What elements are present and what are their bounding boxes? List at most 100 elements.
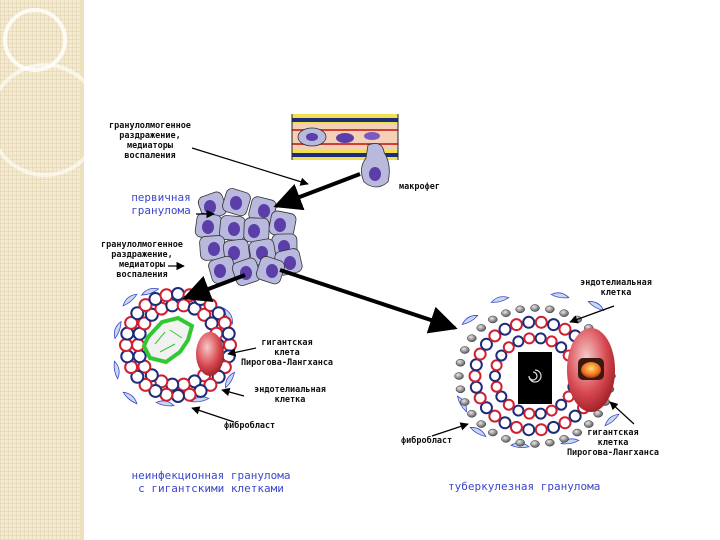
lymphocyte-cell — [501, 435, 511, 443]
ring-cell — [203, 298, 218, 313]
arrow-fibroblast-right — [431, 422, 469, 437]
left-giant-cell — [196, 332, 224, 376]
lymphocyte-cell — [501, 309, 511, 317]
lymphocyte-cell — [583, 420, 594, 428]
caption-noninfectious-granuloma: неинфекционная гранулома с гигантскими к… — [131, 469, 291, 495]
ring-cell — [488, 409, 502, 423]
ring-cell — [523, 407, 536, 420]
ring-cell — [489, 370, 501, 382]
lymphocyte-cell — [559, 435, 569, 443]
ring-cell — [159, 288, 174, 303]
ring-cell — [509, 420, 523, 434]
fibroblast-cell — [190, 396, 210, 403]
lymphocyte-cell — [467, 410, 477, 418]
ring-cell — [555, 341, 568, 354]
lymphocyte-cell — [454, 372, 464, 380]
ring-cell — [534, 407, 547, 420]
slide-decor-circles — [0, 8, 102, 177]
epithelioid-cell-zone — [141, 315, 195, 365]
macrophage-cell — [361, 143, 390, 188]
ring-cell — [495, 390, 508, 403]
label-giant-cell-right: гигантская клетка Пирогова-Лангханса — [566, 428, 660, 458]
ring-cell — [512, 404, 525, 417]
ring-cell — [124, 315, 139, 330]
arrow-endothelial-right — [569, 305, 615, 324]
ring-cell — [498, 416, 512, 430]
ring-cell — [148, 383, 163, 398]
fibroblast-cell — [113, 360, 120, 380]
fibroblast-cell — [155, 400, 175, 407]
macrophage-cell — [222, 188, 251, 217]
ring-cell — [534, 315, 548, 329]
ring-cell — [488, 329, 502, 343]
lymphocyte-cell — [593, 410, 603, 418]
lymphocyte-cell — [530, 440, 540, 448]
right-granuloma-lymphocytes — [454, 304, 616, 448]
ring-cell — [130, 306, 145, 321]
arrow-fibroblast-left — [191, 406, 235, 423]
arrow-macrophage-to-cluster — [273, 172, 361, 211]
lymphocyte-cell — [455, 358, 466, 367]
ring-cell — [469, 380, 483, 394]
ring-cell — [502, 341, 515, 354]
lymphocyte-cell — [530, 304, 540, 312]
lymphocyte-cell — [545, 305, 555, 314]
slide-decor-stripe — [0, 0, 80, 540]
arrow-stimulus-top — [191, 147, 309, 186]
ring-cell — [547, 318, 561, 332]
fibroblast-cell — [490, 296, 510, 303]
ring-cell — [211, 306, 226, 321]
ring-cell — [144, 307, 159, 322]
lymphocyte-cell — [460, 398, 470, 406]
ring-cell — [568, 409, 582, 423]
label-endothelial-right: эндотелиальная клетка — [580, 278, 652, 298]
fibroblast-cell — [140, 287, 160, 296]
label-stimulus-bottom: гранулолмогенное раздражение, медиаторы … — [101, 240, 183, 280]
ring-cell — [119, 338, 133, 352]
lymphocyte-cell — [488, 428, 498, 437]
ring-cell — [171, 389, 185, 403]
fibroblast-cell — [461, 315, 479, 326]
lymphocyte-cell — [488, 315, 498, 324]
fibroblast-cell — [122, 391, 138, 405]
label-macrophage: макрофег — [399, 182, 440, 192]
lymphocyte-cell — [455, 385, 466, 394]
ring-cell — [523, 332, 536, 345]
ring-cell — [469, 358, 483, 372]
caption-tuberculous-granuloma: туберкулезная гранулома — [448, 480, 601, 493]
tuberculous-granuloma — [454, 292, 620, 448]
macrophage-cell — [248, 196, 277, 224]
ring-cell — [468, 369, 482, 383]
arrow-cluster-to-right — [279, 268, 458, 334]
ring-cell — [120, 349, 135, 364]
fibroblast-cell — [122, 293, 138, 307]
label-fibroblast-right: фибробласт — [401, 436, 453, 446]
label-fibroblast-left: фибробласт — [224, 421, 276, 431]
lymphocyte-cell — [476, 420, 487, 428]
slide-decor-stripe-edge — [80, 0, 84, 540]
ring-cell — [512, 335, 525, 348]
fibroblast-cell — [225, 371, 236, 389]
macrophage-cell — [199, 235, 226, 261]
lymphocyte-cell — [467, 334, 477, 342]
ring-cell — [138, 298, 153, 313]
macrophage-cell — [256, 256, 285, 285]
ring-cell — [479, 401, 493, 415]
lymphocyte-cell — [545, 438, 555, 447]
macrophage-cell — [219, 215, 246, 241]
ring-cell — [171, 287, 185, 301]
ring-cell — [555, 398, 568, 411]
ring-cell — [182, 387, 197, 402]
blood-vessel — [291, 114, 399, 160]
ring-cell — [144, 368, 159, 383]
macrophage-cell — [268, 210, 297, 238]
label-primary-granuloma: первичная гранулома — [131, 191, 191, 217]
arrow-cluster-to-left — [182, 273, 246, 303]
ring-cell — [547, 420, 561, 434]
ring-cell — [558, 322, 572, 336]
caseous-necrosis — [518, 352, 552, 404]
macrophage-cell — [243, 217, 270, 243]
ring-cell — [137, 359, 152, 374]
lymphocyte-cell — [460, 346, 470, 354]
label-giant-cell-left: гигантская клета Пирогова-Лангханса — [240, 338, 334, 368]
